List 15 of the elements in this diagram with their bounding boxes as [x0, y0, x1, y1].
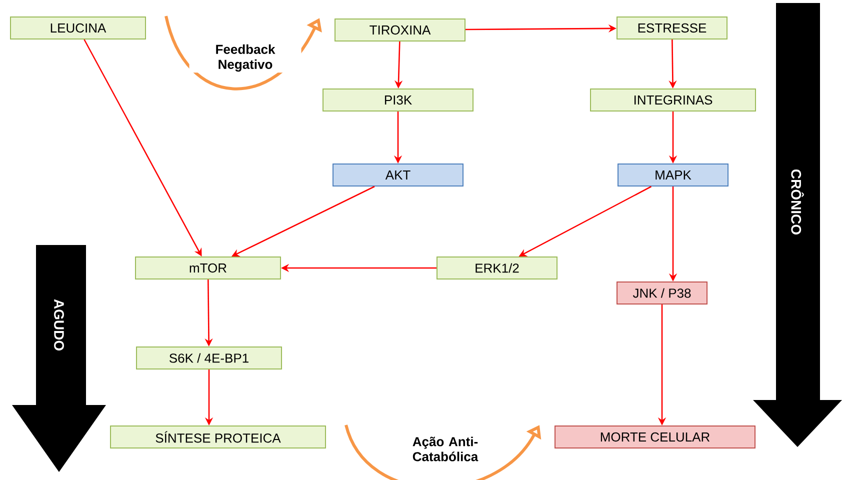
process-box: TIROXINA	[334, 18, 466, 42]
process-box: AKT	[332, 164, 464, 186]
process-box: ERK1/2	[436, 256, 558, 280]
process-box: PI3K	[322, 88, 474, 112]
process-box: S6K / 4E-BP1	[136, 346, 282, 370]
process-box: ESTRESSE	[616, 16, 728, 40]
edge-label: Feedback Negativo	[216, 44, 276, 72]
process-box: MAPK	[618, 164, 728, 186]
process-box: MORTE CELULAR	[554, 426, 756, 448]
process-box: mTOR	[135, 256, 281, 280]
process-box: SÍNTESE PROTEICA	[110, 426, 326, 448]
edge-label: Ação Anti-Catabólica	[412, 436, 478, 462]
process-box: LEUCINA	[10, 16, 146, 40]
process-box: JNK / P38	[616, 282, 708, 304]
process-box: INTEGRINAS	[590, 88, 756, 112]
